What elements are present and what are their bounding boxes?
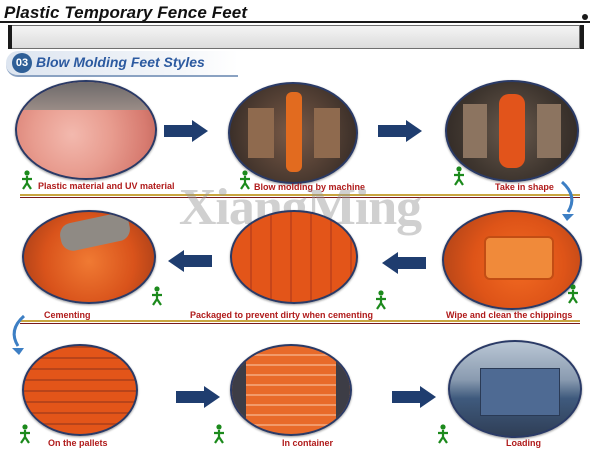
person-icon — [240, 170, 250, 190]
row-divider-2b — [20, 323, 580, 324]
arrow-right-icon — [378, 120, 422, 142]
step-caption: Packaged to prevent dirty when cementing — [190, 310, 374, 320]
section-number-badge: 03 — [12, 53, 32, 73]
step-caption: Loading — [506, 438, 541, 448]
person-icon — [214, 424, 224, 444]
cementing-photo — [22, 210, 156, 304]
mold-photo-left — [463, 104, 487, 158]
arrow-left-icon — [382, 252, 426, 274]
mold-photo-part — [499, 94, 525, 168]
person-icon — [568, 284, 578, 304]
arrow-right-icon — [164, 120, 208, 142]
step-caption: In container — [282, 438, 334, 448]
container-wall-right — [336, 346, 350, 434]
arrow-left-icon — [168, 250, 212, 272]
section-title: Blow Molding Feet Styles — [36, 54, 205, 70]
step-caption: Cementing — [44, 310, 91, 320]
truck-container — [480, 368, 560, 416]
container-wall-left — [232, 346, 246, 434]
section-tab — [6, 51, 238, 77]
person-icon — [454, 166, 464, 186]
stack-photo — [230, 210, 358, 304]
pellets-photo-top — [17, 82, 155, 110]
page-title: Plastic Temporary Fence Feet — [4, 3, 248, 22]
header-frame-left-cap — [8, 25, 12, 49]
step-caption: Plastic material and UV material — [38, 181, 175, 191]
title-underline-end — [582, 14, 588, 20]
cleaning-photo-part — [484, 236, 554, 280]
title-underline — [0, 21, 590, 23]
person-icon — [438, 424, 448, 444]
pallets-photo — [22, 344, 138, 436]
machine-photo — [228, 82, 358, 184]
cleaning-photo — [442, 210, 582, 310]
row-divider-2 — [20, 320, 580, 322]
row-divider-1b — [20, 197, 580, 198]
step-caption: Wipe and clean the chippings — [446, 310, 573, 320]
arrow-right-icon — [392, 386, 436, 408]
container-interior-photo — [230, 344, 352, 436]
person-icon — [152, 286, 162, 306]
machine-photo-mold-left — [248, 108, 274, 158]
header-frame — [8, 25, 580, 49]
pellets-photo — [15, 80, 157, 180]
cementing-photo-pipe — [57, 212, 133, 253]
person-icon — [22, 170, 32, 190]
curve-arrow-right — [560, 180, 574, 221]
mold-photo — [445, 80, 579, 182]
person-icon — [20, 424, 30, 444]
row-divider-1 — [20, 194, 580, 196]
header-frame-right-cap — [580, 25, 584, 49]
step-caption: Blow molding by machine — [254, 182, 366, 192]
machine-photo-mold-right — [314, 108, 340, 158]
truck-photo — [448, 340, 582, 438]
arrow-right-icon — [176, 386, 220, 408]
step-caption: On the pallets — [48, 438, 108, 448]
person-icon — [376, 290, 386, 310]
machine-photo-part — [286, 92, 302, 172]
curve-arrow-left — [12, 314, 26, 355]
step-caption: Take in shape — [495, 182, 554, 192]
mold-photo-right — [537, 104, 561, 158]
